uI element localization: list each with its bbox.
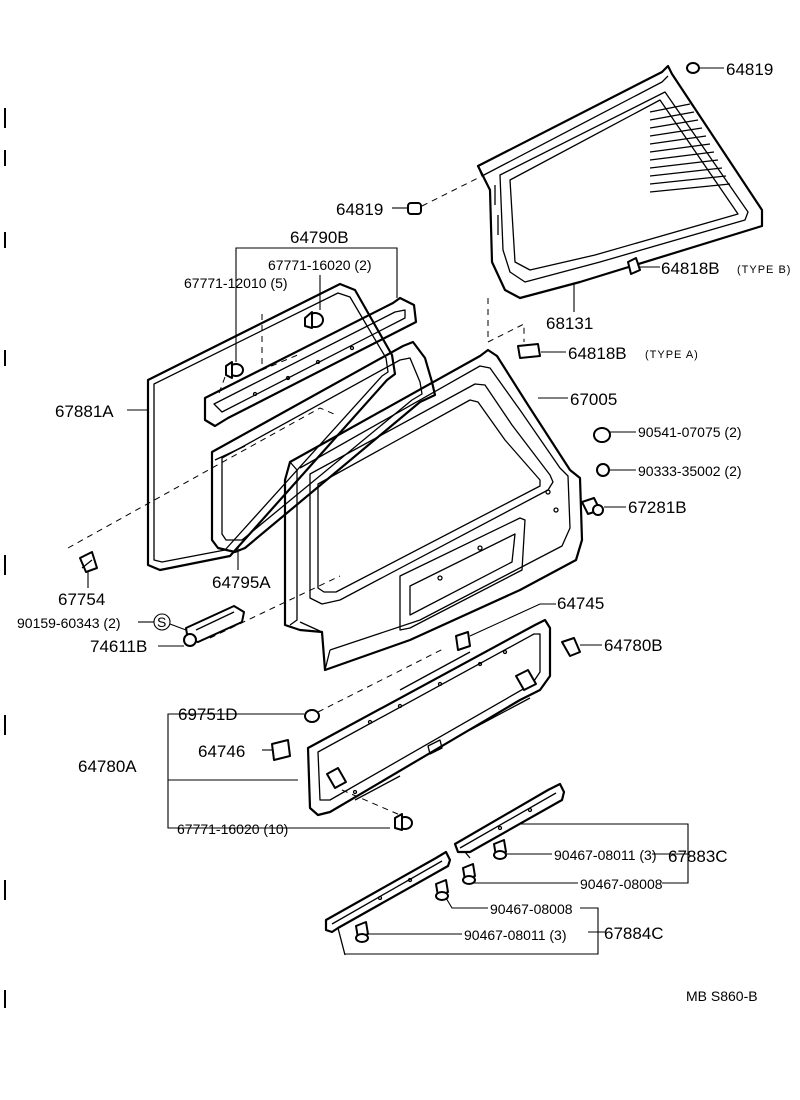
label-90159-60343-2: 90159-60343 (2) xyxy=(17,615,121,631)
trim-board-64780A xyxy=(306,618,552,817)
clip-64780B xyxy=(561,637,602,657)
grommet-69751D xyxy=(304,709,320,723)
label-type-b-note: (TYPE B) xyxy=(737,264,791,276)
s-symbol: S xyxy=(153,613,171,631)
clip-64819-top xyxy=(686,62,724,74)
cushion-90541-07075 xyxy=(593,427,636,443)
clip-64819-mid xyxy=(392,177,479,215)
grommet-90333-35002 xyxy=(596,463,636,477)
screw-90467-08008-lower xyxy=(435,879,449,901)
label-68131: 68131 xyxy=(546,314,593,333)
label-64795A: 64795A xyxy=(212,573,271,592)
label-64780B: 64780B xyxy=(604,636,663,655)
label-67771-16020-2: 67771-16020 (2) xyxy=(268,257,372,273)
back-door-panel-67005 xyxy=(283,348,584,672)
label-90333-35002-2: 90333-35002 (2) xyxy=(638,463,742,479)
label-64790B: 64790B xyxy=(290,228,349,247)
stopper-64818B-type-a xyxy=(487,298,566,359)
scuff-plate-67884C xyxy=(324,850,452,956)
inner-frame-64795A xyxy=(210,340,437,554)
label-90541-07075-2: 90541-07075 (2) xyxy=(638,424,742,440)
label-67754: 67754 xyxy=(58,590,105,609)
label-90467-08008-lower: 90467-08008 xyxy=(490,901,573,917)
label-90467-08011-3-lower: 90467-08011 (3) xyxy=(464,927,566,943)
upper-trim-panel-64790B xyxy=(203,296,418,428)
label-type-a-note: (TYPE A) xyxy=(645,349,699,361)
label-64745: 64745 xyxy=(557,594,604,613)
screw-90467-08008-upper xyxy=(462,863,476,885)
reference-code: MB S860-B xyxy=(686,988,758,1004)
label-69751D: 69751D xyxy=(178,705,238,724)
label-67005: 67005 xyxy=(570,390,617,409)
clip-67771-16020-upper xyxy=(304,311,324,329)
label-67771-12010-5: 67771-12010 (5) xyxy=(184,275,288,291)
label-64819-top: 64819 xyxy=(726,60,773,79)
label-67881A: 67881A xyxy=(55,402,114,421)
label-67883C: 67883C xyxy=(668,847,728,866)
scuff-plate-67883C xyxy=(453,782,566,859)
label-64780A: 64780A xyxy=(78,757,137,776)
bracket-64745 xyxy=(455,603,556,651)
clip-67771-16020-lower xyxy=(341,789,413,831)
svg-text:S: S xyxy=(157,614,166,630)
clip-67771-12010 xyxy=(225,361,244,379)
pad-64746 xyxy=(262,739,291,761)
label-67884C: 67884C xyxy=(604,924,664,943)
screw-90467-08011-upper xyxy=(493,839,507,860)
label-64746: 64746 xyxy=(198,742,245,761)
stopper-64818B-type-b xyxy=(627,257,660,275)
label-67771-16020-10: 67771-16020 (10) xyxy=(177,821,288,837)
label-90467-08008-upper: 90467-08008 xyxy=(580,876,663,892)
label-64818B-type-a: 64818B xyxy=(568,344,627,363)
pull-handle-74611B xyxy=(183,605,245,647)
label-67281B: 67281B xyxy=(628,498,687,517)
defogger-lines xyxy=(649,103,731,193)
back-door-glass-68131 xyxy=(476,64,764,300)
bracket-67281B xyxy=(581,497,626,516)
label-64818B-type-b: 64818B xyxy=(661,259,720,278)
label-74611B: 74611B xyxy=(90,637,147,656)
screw-90467-08011-lower xyxy=(355,921,369,943)
label-64819-mid: 64819 xyxy=(336,200,383,219)
clip-67754 xyxy=(79,551,98,588)
label-90467-08011-3-upper: 90467-08011 (3) xyxy=(554,847,656,863)
weatherstrip-67881A xyxy=(146,282,397,572)
